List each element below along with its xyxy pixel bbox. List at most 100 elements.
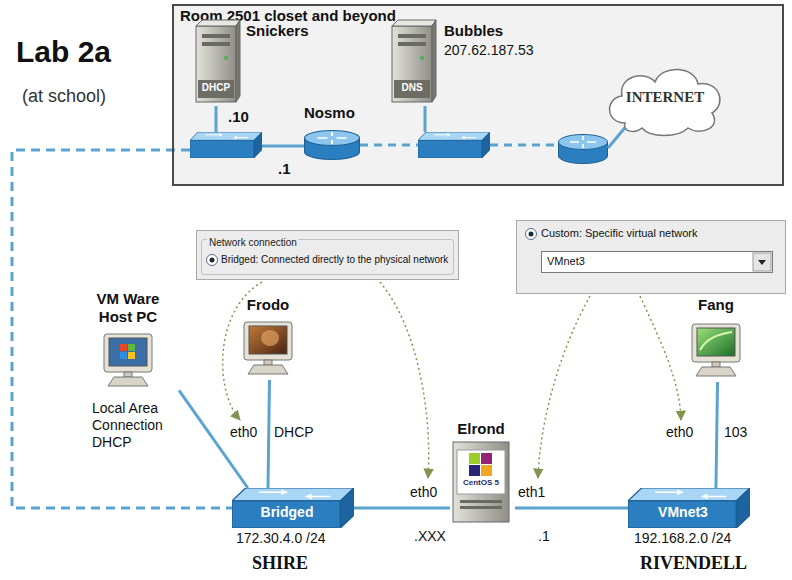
text-slot: VMnet3 — [628, 504, 738, 521]
pc-icon — [100, 332, 156, 388]
switch-name: Bridged — [232, 504, 342, 521]
text-slot: 192.168.2.0 /24 — [634, 530, 731, 547]
server: SnickersDHCP — [192, 18, 312, 106]
text-slot: .1 — [278, 160, 291, 178]
host-name: Elrond — [450, 420, 512, 438]
service-tag: DHCP — [198, 82, 234, 94]
text-slot: VMnet3 — [547, 255, 585, 268]
combo-value: VMnet3 — [547, 255, 585, 268]
interface-name: eth0 — [666, 424, 693, 441]
ip-suffix: .1 — [278, 160, 291, 178]
ip-suffix: 103 — [724, 424, 747, 441]
settings-panel: Custom: Specific virtual networkVMnet3 — [516, 220, 786, 294]
text-slot: Bridged: Connected directly to the physi… — [221, 254, 448, 266]
text-slot: DHCP — [198, 82, 234, 94]
room-wires — [216, 106, 628, 148]
radio-button — [206, 254, 218, 266]
network-name: RIVENDELL — [640, 553, 747, 575]
option-label: Custom: Specific virtual network — [541, 227, 698, 240]
service-tag: DNS — [394, 82, 430, 94]
text-slot: eth1 — [518, 484, 545, 501]
radio-button — [525, 228, 537, 240]
settings-panel: Network connectionBridged: Connected dir… — [196, 230, 459, 280]
edge-router — [559, 135, 608, 164]
network-name: SHIRE — [252, 553, 308, 575]
text-slot: Elrond — [450, 420, 512, 438]
host-name: Bubbles — [444, 22, 503, 40]
text-slot: 172.30.4.0 /24 — [236, 530, 326, 547]
server: ElrondCentOS 5 — [450, 420, 515, 524]
text-slot: Nosmo — [304, 104, 355, 122]
text-slot: 207.62.187.53 — [444, 42, 534, 59]
text-slot: .XXX — [414, 528, 446, 545]
text-slot: Lab 2a — [16, 34, 111, 70]
switch-name: VMnet3 — [628, 504, 738, 521]
router-icon — [304, 130, 360, 160]
pc-icon — [688, 322, 744, 378]
text-slot: DHCP — [274, 424, 314, 441]
network-link — [268, 380, 270, 488]
pc: Fang — [684, 296, 751, 382]
uplink-wire — [12, 150, 232, 508]
host-name: Nosmo — [304, 104, 355, 122]
router: Nosmo — [300, 104, 370, 162]
text-slot: Bridged — [232, 504, 342, 521]
cloud-label: INTERNET — [600, 88, 730, 106]
text-slot: eth0 — [410, 484, 437, 501]
server: BubblesDNS 207.62.187.53 — [388, 18, 548, 106]
network-link — [716, 382, 718, 488]
text-slot: Frodo — [232, 296, 304, 314]
text-slot: Network connection — [207, 232, 299, 250]
network-link — [354, 506, 450, 509]
diagram-title: Lab 2a — [16, 34, 111, 70]
text-slot: Custom: Specific virtual network — [541, 227, 698, 240]
text-slot: Fang — [684, 296, 748, 314]
text-slot: CentOS 5 — [457, 478, 505, 488]
ip-suffix: .10 — [228, 108, 249, 126]
pc-icon — [240, 320, 296, 376]
text-slot: (at school) — [22, 86, 106, 108]
os-logo-text: CentOS 5 — [457, 478, 505, 488]
ip-suffix: .XXX — [414, 528, 446, 545]
pc: Frodo — [232, 296, 307, 380]
switch: Bridged — [232, 488, 354, 528]
room-box: Room 2501 closet and beyondSnickersDHCPN… — [172, 4, 784, 186]
text-slot: .1 — [538, 528, 550, 545]
text-slot: SHIRE — [252, 553, 308, 575]
interface-name: eth0 — [230, 424, 257, 441]
ip-suffix: .1 — [538, 528, 550, 545]
text-slot: RIVENDELL — [640, 553, 747, 575]
text-slot: 103 — [724, 424, 747, 441]
switch: VMnet3 — [628, 488, 750, 528]
nic-note: Local Area Connection DHCP — [92, 400, 176, 450]
text-slot: .10 — [228, 108, 249, 126]
text-slot: Local Area Connection DHCP — [92, 400, 176, 450]
text-slot: DNS — [394, 82, 430, 94]
interface-name: eth0 — [410, 484, 437, 501]
text-slot: Bubbles — [444, 22, 503, 40]
dropdown-button — [753, 253, 771, 271]
text-slot: Snickers — [246, 22, 309, 40]
host-name: Fang — [684, 296, 748, 314]
text-slot: eth0 — [666, 424, 693, 441]
host-name: Snickers — [246, 22, 309, 40]
option-label: Bridged: Connected directly to the physi… — [221, 254, 448, 266]
network-address: 192.168.2.0 /24 — [634, 530, 731, 547]
text-slot: VM Ware Host PC — [88, 290, 168, 326]
pc: VM Ware Host PC Local Area Connection DHC… — [78, 290, 179, 460]
address-mode: DHCP — [274, 424, 314, 441]
subtitle: (at school) — [22, 86, 106, 108]
leader-lines — [223, 282, 681, 478]
text-slot: eth0 — [230, 424, 257, 441]
ip-address: 207.62.187.53 — [444, 42, 534, 59]
network-link — [515, 506, 628, 509]
network-address: 172.30.4.0 /24 — [236, 530, 326, 547]
interface-name: eth1 — [518, 484, 545, 501]
cloud: INTERNET — [600, 58, 733, 138]
host-name: VM Ware Host PC — [88, 290, 168, 326]
room-ground — [172, 4, 784, 186]
host-name: Frodo — [232, 296, 304, 314]
group-label: Network connection — [207, 237, 299, 249]
text-slot: INTERNET — [600, 88, 730, 106]
